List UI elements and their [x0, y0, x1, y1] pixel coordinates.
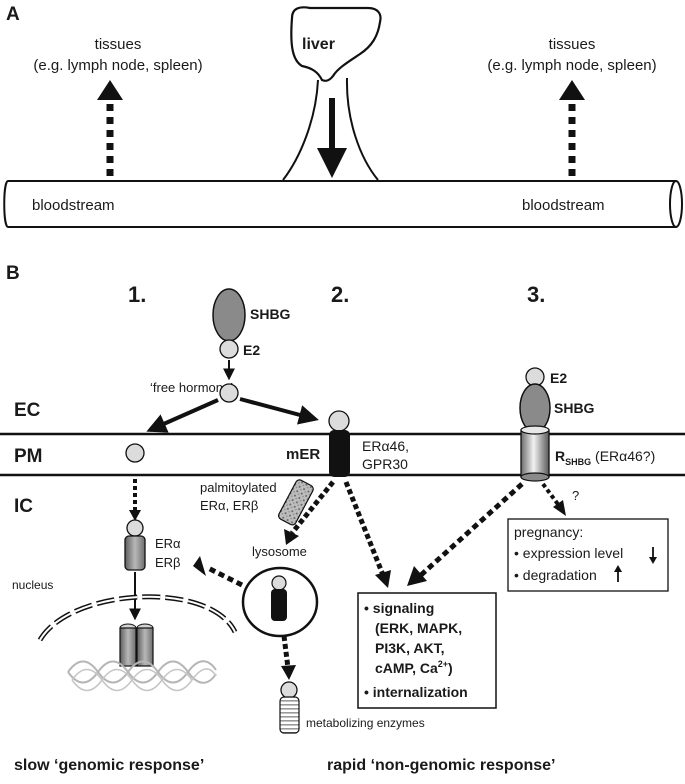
palmitoylated-er-receptor	[278, 479, 314, 526]
e2-ball-mer	[328, 410, 350, 432]
mer-to-lysosome-head	[284, 529, 299, 545]
e2-ball-top	[219, 339, 239, 359]
pregnancy-title: pregnancy:	[514, 524, 583, 540]
signaling-line-1: • signaling	[364, 600, 434, 616]
mer-label: mER	[286, 446, 320, 463]
signaling-line-4-sup: 2+	[438, 659, 448, 669]
palmitoylated-line1: palmitoylated	[200, 480, 277, 495]
pregnancy-box	[507, 518, 669, 592]
r-shbg-receptor	[520, 429, 550, 478]
bloodstream-left-label: bloodstream	[32, 197, 115, 214]
r-shbg-label: RSHBG (ERα46?)	[555, 448, 655, 467]
signaling-line-4-end: )	[448, 660, 453, 676]
metabolizing-enzyme	[279, 696, 300, 734]
tissues-left-line2: (e.g. lymph node, spleen)	[33, 57, 202, 74]
column-2-label: 2.	[331, 282, 349, 307]
tissues-right-line1: tissues	[549, 36, 596, 53]
column-1-label: 1.	[128, 282, 146, 307]
r-shbg-r: R	[555, 448, 565, 464]
panel-a-label: A	[6, 4, 20, 25]
lysosome-to-nuclear-head	[193, 556, 206, 576]
signaling-line-5: • internalization	[364, 684, 468, 700]
tissues-left-line1: tissues	[95, 36, 142, 53]
tissue-left-arrowhead	[97, 80, 123, 100]
panel-b-label: B	[6, 263, 20, 284]
rshbg-to-signaling-head	[407, 566, 427, 586]
dna-helix	[67, 660, 217, 684]
tissue-right-arrowhead	[559, 80, 585, 100]
rshbg-to-signaling-arrow	[419, 482, 524, 577]
lysosome-to-enzyme-head	[281, 665, 296, 680]
free-e2-ball	[219, 383, 239, 403]
shbg-shape	[212, 288, 246, 342]
pregnancy-item-1: • expression level	[514, 545, 623, 561]
e2-ball-enzyme	[280, 681, 298, 699]
signaling-line-3: PI3K, AKT,	[375, 640, 445, 656]
free-to-mer-arrow	[239, 397, 319, 425]
e2-label-top: E2	[243, 342, 260, 358]
rshbg-to-pregnancy-arrow	[541, 482, 562, 509]
e2-ball-in-membrane	[125, 443, 145, 463]
pregnancy-item-2: • degradation	[514, 567, 597, 583]
mer-to-signaling-arrow	[343, 481, 386, 576]
nuclear-er-cylinder	[124, 535, 146, 571]
rapid-response-caption: rapid ‘non-genomic response’	[327, 757, 555, 774]
r-shbg-receptor-bottom	[520, 472, 550, 482]
bloodstream-tube-end	[669, 180, 683, 228]
nucleus-label: nucleus	[12, 578, 53, 592]
slow-response-caption: slow ‘genomic response’	[14, 757, 204, 774]
zone-ic-label: IC	[14, 496, 33, 517]
mer-receptor	[329, 430, 350, 477]
lysosome-to-nuclear-arrow	[206, 565, 244, 588]
er-receptors-line1: ERα46,	[362, 438, 409, 454]
arrow-down-icon	[649, 547, 657, 564]
shbg-shape-column3	[519, 383, 551, 433]
e2-label-column3: E2	[550, 370, 567, 386]
nucleus-envelope-inner	[39, 595, 236, 641]
bloodstream-right-label: bloodstream	[522, 197, 605, 214]
e2-ball-lysosome	[271, 575, 287, 591]
lysosome-label: lysosome	[252, 544, 307, 559]
signaling-box	[357, 592, 497, 709]
bloodstream-tube	[3, 180, 676, 228]
free-hormone-label: ‘free hormone’	[150, 380, 233, 395]
signaling-line-2: (ERK, MAPK,	[375, 620, 462, 636]
r-shbg-receptor-top	[520, 425, 550, 435]
mer-to-signaling-head	[375, 570, 391, 588]
palmitoylated-line2: ERα, ERβ	[200, 498, 258, 513]
r-shbg-sub: SHBG	[565, 457, 591, 467]
shbg-label-column3: SHBG	[554, 400, 595, 416]
question-mark: ?	[572, 488, 579, 503]
tissues-right-line2: (e.g. lymph node, spleen)	[487, 57, 656, 74]
liver-funnel	[282, 77, 379, 181]
free-to-diffusion-arrow	[146, 398, 219, 433]
er-dimer	[119, 623, 154, 667]
dna-helix-2	[71, 668, 217, 692]
column-3-label: 3.	[527, 282, 545, 307]
liver-shape	[290, 6, 382, 82]
r-shbg-rest: (ERα46?)	[591, 448, 655, 464]
zone-ec-label: EC	[14, 400, 41, 421]
zone-pm-label: PM	[14, 446, 43, 467]
lysosome-to-enzyme-arrow	[281, 635, 291, 669]
mer-to-lysosome-arrow	[290, 480, 335, 535]
nuclear-er-line2: ERβ	[155, 555, 181, 570]
signaling-line-4-main: cAMP, Ca	[375, 660, 438, 676]
lysosome-receptor	[271, 589, 287, 621]
metabolizing-label: metabolizing enzymes	[306, 716, 425, 730]
liver-label: liver	[302, 36, 335, 53]
arrow-up-icon	[614, 565, 622, 582]
diffusion-arrowhead	[129, 510, 141, 521]
rshbg-to-pregnancy-head	[553, 500, 566, 516]
er-receptors-line2: GPR30	[362, 456, 408, 472]
e2-ball-nuclear-er	[126, 519, 144, 537]
signaling-line-4: cAMP, Ca2+)	[375, 659, 453, 676]
nuclear-er-line1: ERα	[155, 536, 181, 551]
shbg-label-top: SHBG	[250, 306, 291, 322]
